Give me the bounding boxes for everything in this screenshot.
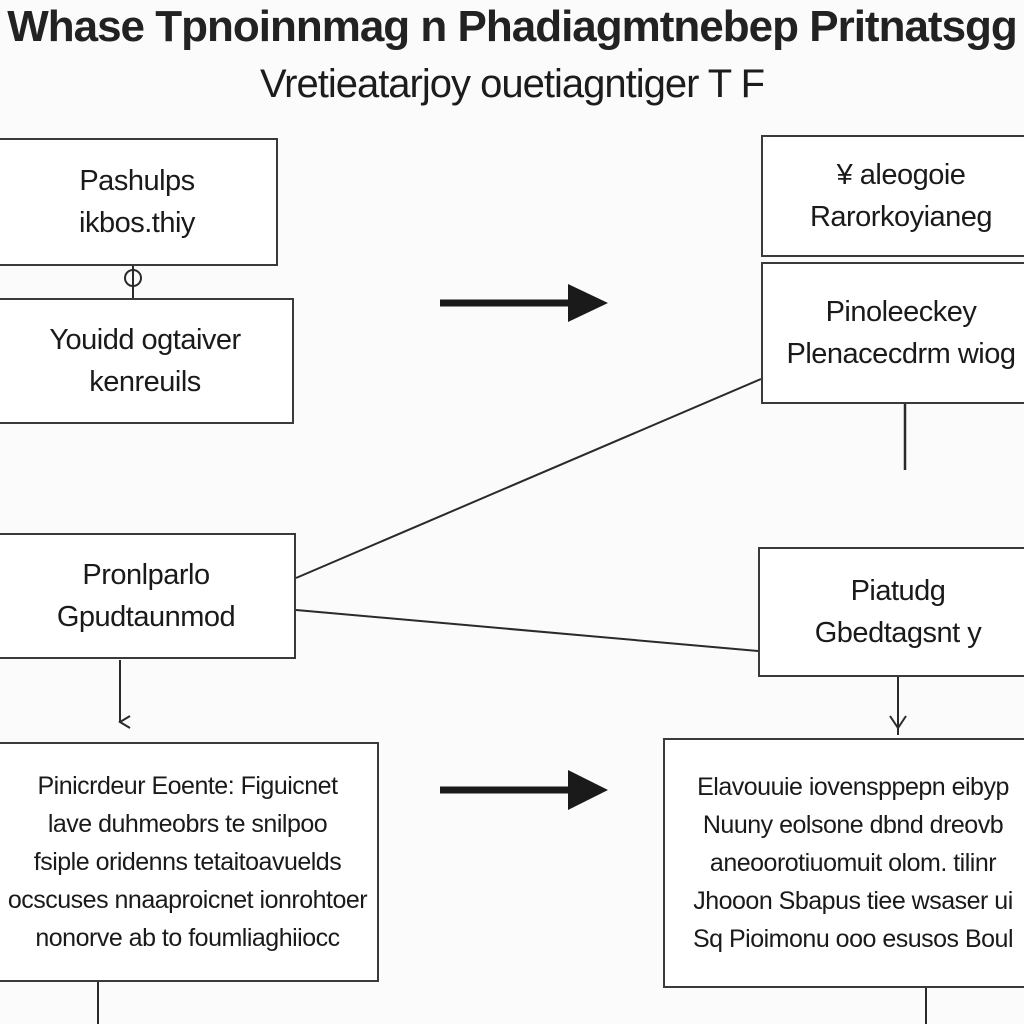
node-d-line-4: ocscuses nnaaproicnet ionrohtoer [7,886,368,914]
node-d-line-2: lave duhmeobrs te snilpoo [47,810,328,838]
node-h-line-1: Elavouuie iovensppepn eibyp [697,773,1009,801]
node-f-line-1: Pinoleeckey [825,296,977,328]
diagram-subtitle: Vretieatarjoy ouetiagntiger T F [259,62,765,106]
arrow-top-head [568,284,608,322]
node-h-line-2: Nuuny eolsone dbnd dreovb [702,811,1004,839]
node-a-line-1: Pashulps [79,165,195,197]
node-g-line-2: Gbedtagsnt y [814,617,982,649]
node-c: Pronlparlo Gpudtaunmod [0,533,296,659]
node-a: Pashulps ikbos.thiy [0,138,278,266]
node-g: Piatudg Gbedtagsnt y [758,547,1024,677]
node-h-line-5: Sq Pioimonu ooo esusos Boul [692,925,1014,953]
node-d: Pinicrdeur Eoente: Figuicnet lave duhmeo… [0,742,379,982]
node-g-line-1: Piatudg [850,575,946,607]
node-c-line-2: Gpudtaunmod [56,601,236,633]
link-c-to-g [295,609,759,652]
node-d-line-5: nonorve ab to foumliaghiiocc [35,924,340,952]
arrow-bottom-head [568,770,608,810]
connector-a-b-knob [124,269,142,287]
node-h-line-4: Jhooon Sbapus tiee wsaser ui [693,887,1013,915]
node-h-line-3: aneoorotiuomuit olom. tilinr [709,849,997,877]
node-e-line-2: Rarorkoyianeg [809,201,993,233]
node-a-line-2: ikbos.thiy [79,207,195,239]
node-c-line-1: Pronlparlo [82,559,210,591]
node-f-line-2: Plenacecdrm wiog [786,338,1016,370]
node-d-line-3: fsiple oridenns tetaitoavuelds [33,848,342,876]
node-e-line-1: ¥ aleogoie [836,159,966,191]
node-h: Elavouuie iovensppepn eibyp Nuuny eolson… [663,738,1024,988]
diagram-title: Whase Tpnoinnmag n Phadiagmtnebep Pritna… [7,2,1018,51]
link-c-to-f [295,378,762,579]
connector-g-h-head [889,715,907,730]
node-d-line-1: Pinicrdeur Eoente: Figuicnet [37,772,338,800]
node-b-line-2: kenreuils [89,366,201,398]
node-f: Pinoleeckey Plenacecdrm wiog [761,262,1024,404]
node-b: Youidd ogtaiver kenreuils [0,298,294,424]
node-e: ¥ aleogoie Rarorkoyianeg [761,135,1024,257]
node-b-line-1: Youidd ogtaiver [49,324,241,356]
